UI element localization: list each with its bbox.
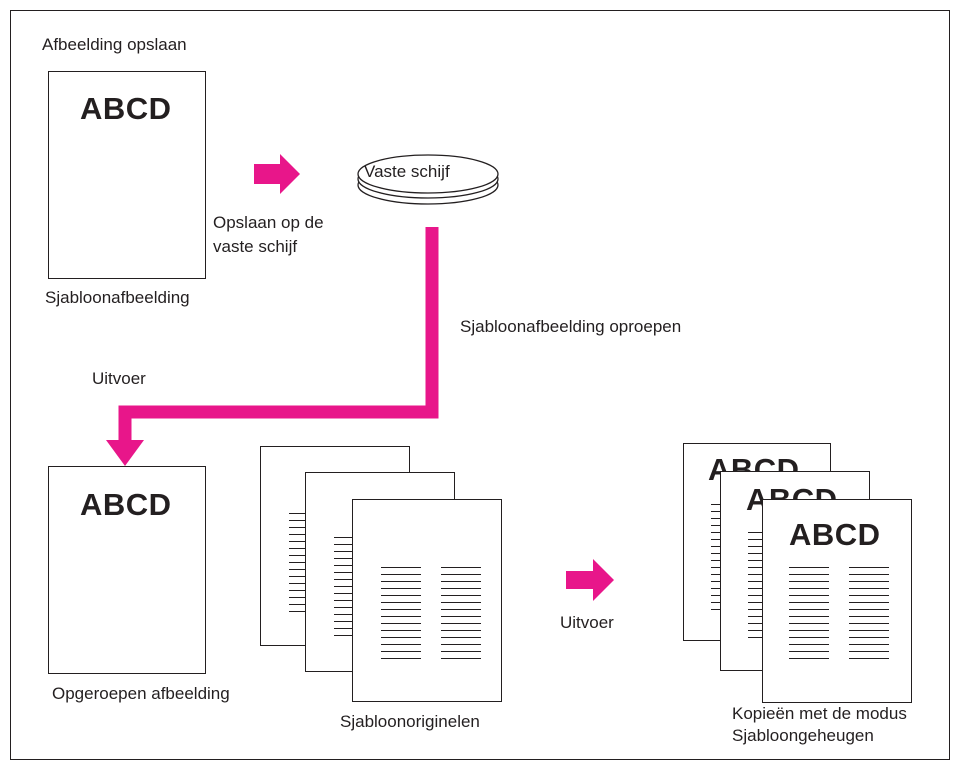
recalled-page-text: ABCD <box>80 487 172 522</box>
copies-caption-line2: Sjabloongeheugen <box>732 726 874 745</box>
copy-page-front-right-column <box>849 567 889 665</box>
original-page-middle-lines <box>334 537 356 642</box>
original-page-front-left-column <box>381 567 421 665</box>
save-label-line2: vaste schijf <box>213 237 298 256</box>
output-arrow <box>566 559 614 601</box>
template-caption: Sjabloonafbeelding <box>45 288 190 307</box>
original-page-front <box>352 499 502 702</box>
recall-path <box>118 227 439 440</box>
originals-caption: Sjabloonoriginelen <box>340 712 480 731</box>
output-label-bottom: Uitvoer <box>560 613 614 632</box>
copy-page-front: ABCD <box>762 499 912 703</box>
copy-page-front-left-column <box>789 567 829 665</box>
template-page-text: ABCD <box>80 91 172 126</box>
copy-page-front-text: ABCD <box>789 517 881 552</box>
disk-label: Vaste schijf <box>364 162 450 181</box>
recalled-caption: Opgeroepen afbeelding <box>52 684 230 703</box>
save-arrow <box>254 154 300 194</box>
original-page-back-lines <box>289 513 311 618</box>
recall-label: Sjabloonafbeelding oproepen <box>460 317 682 336</box>
copy-page-middle-lines <box>748 532 764 644</box>
recalled-image-page: ABCD <box>48 466 206 674</box>
hard-disk-icon <box>357 154 499 205</box>
template-image-page: ABCD <box>48 71 206 279</box>
copies-caption-line1: Kopieën met de modus <box>732 704 907 723</box>
save-label-line1: Opslaan op de <box>213 213 324 232</box>
original-page-front-right-column <box>441 567 481 665</box>
recall-arrow-head <box>106 440 144 466</box>
copy-page-back-lines <box>711 504 727 616</box>
output-label-top: Uitvoer <box>92 369 146 388</box>
section-title: Afbeelding opslaan <box>42 35 187 54</box>
